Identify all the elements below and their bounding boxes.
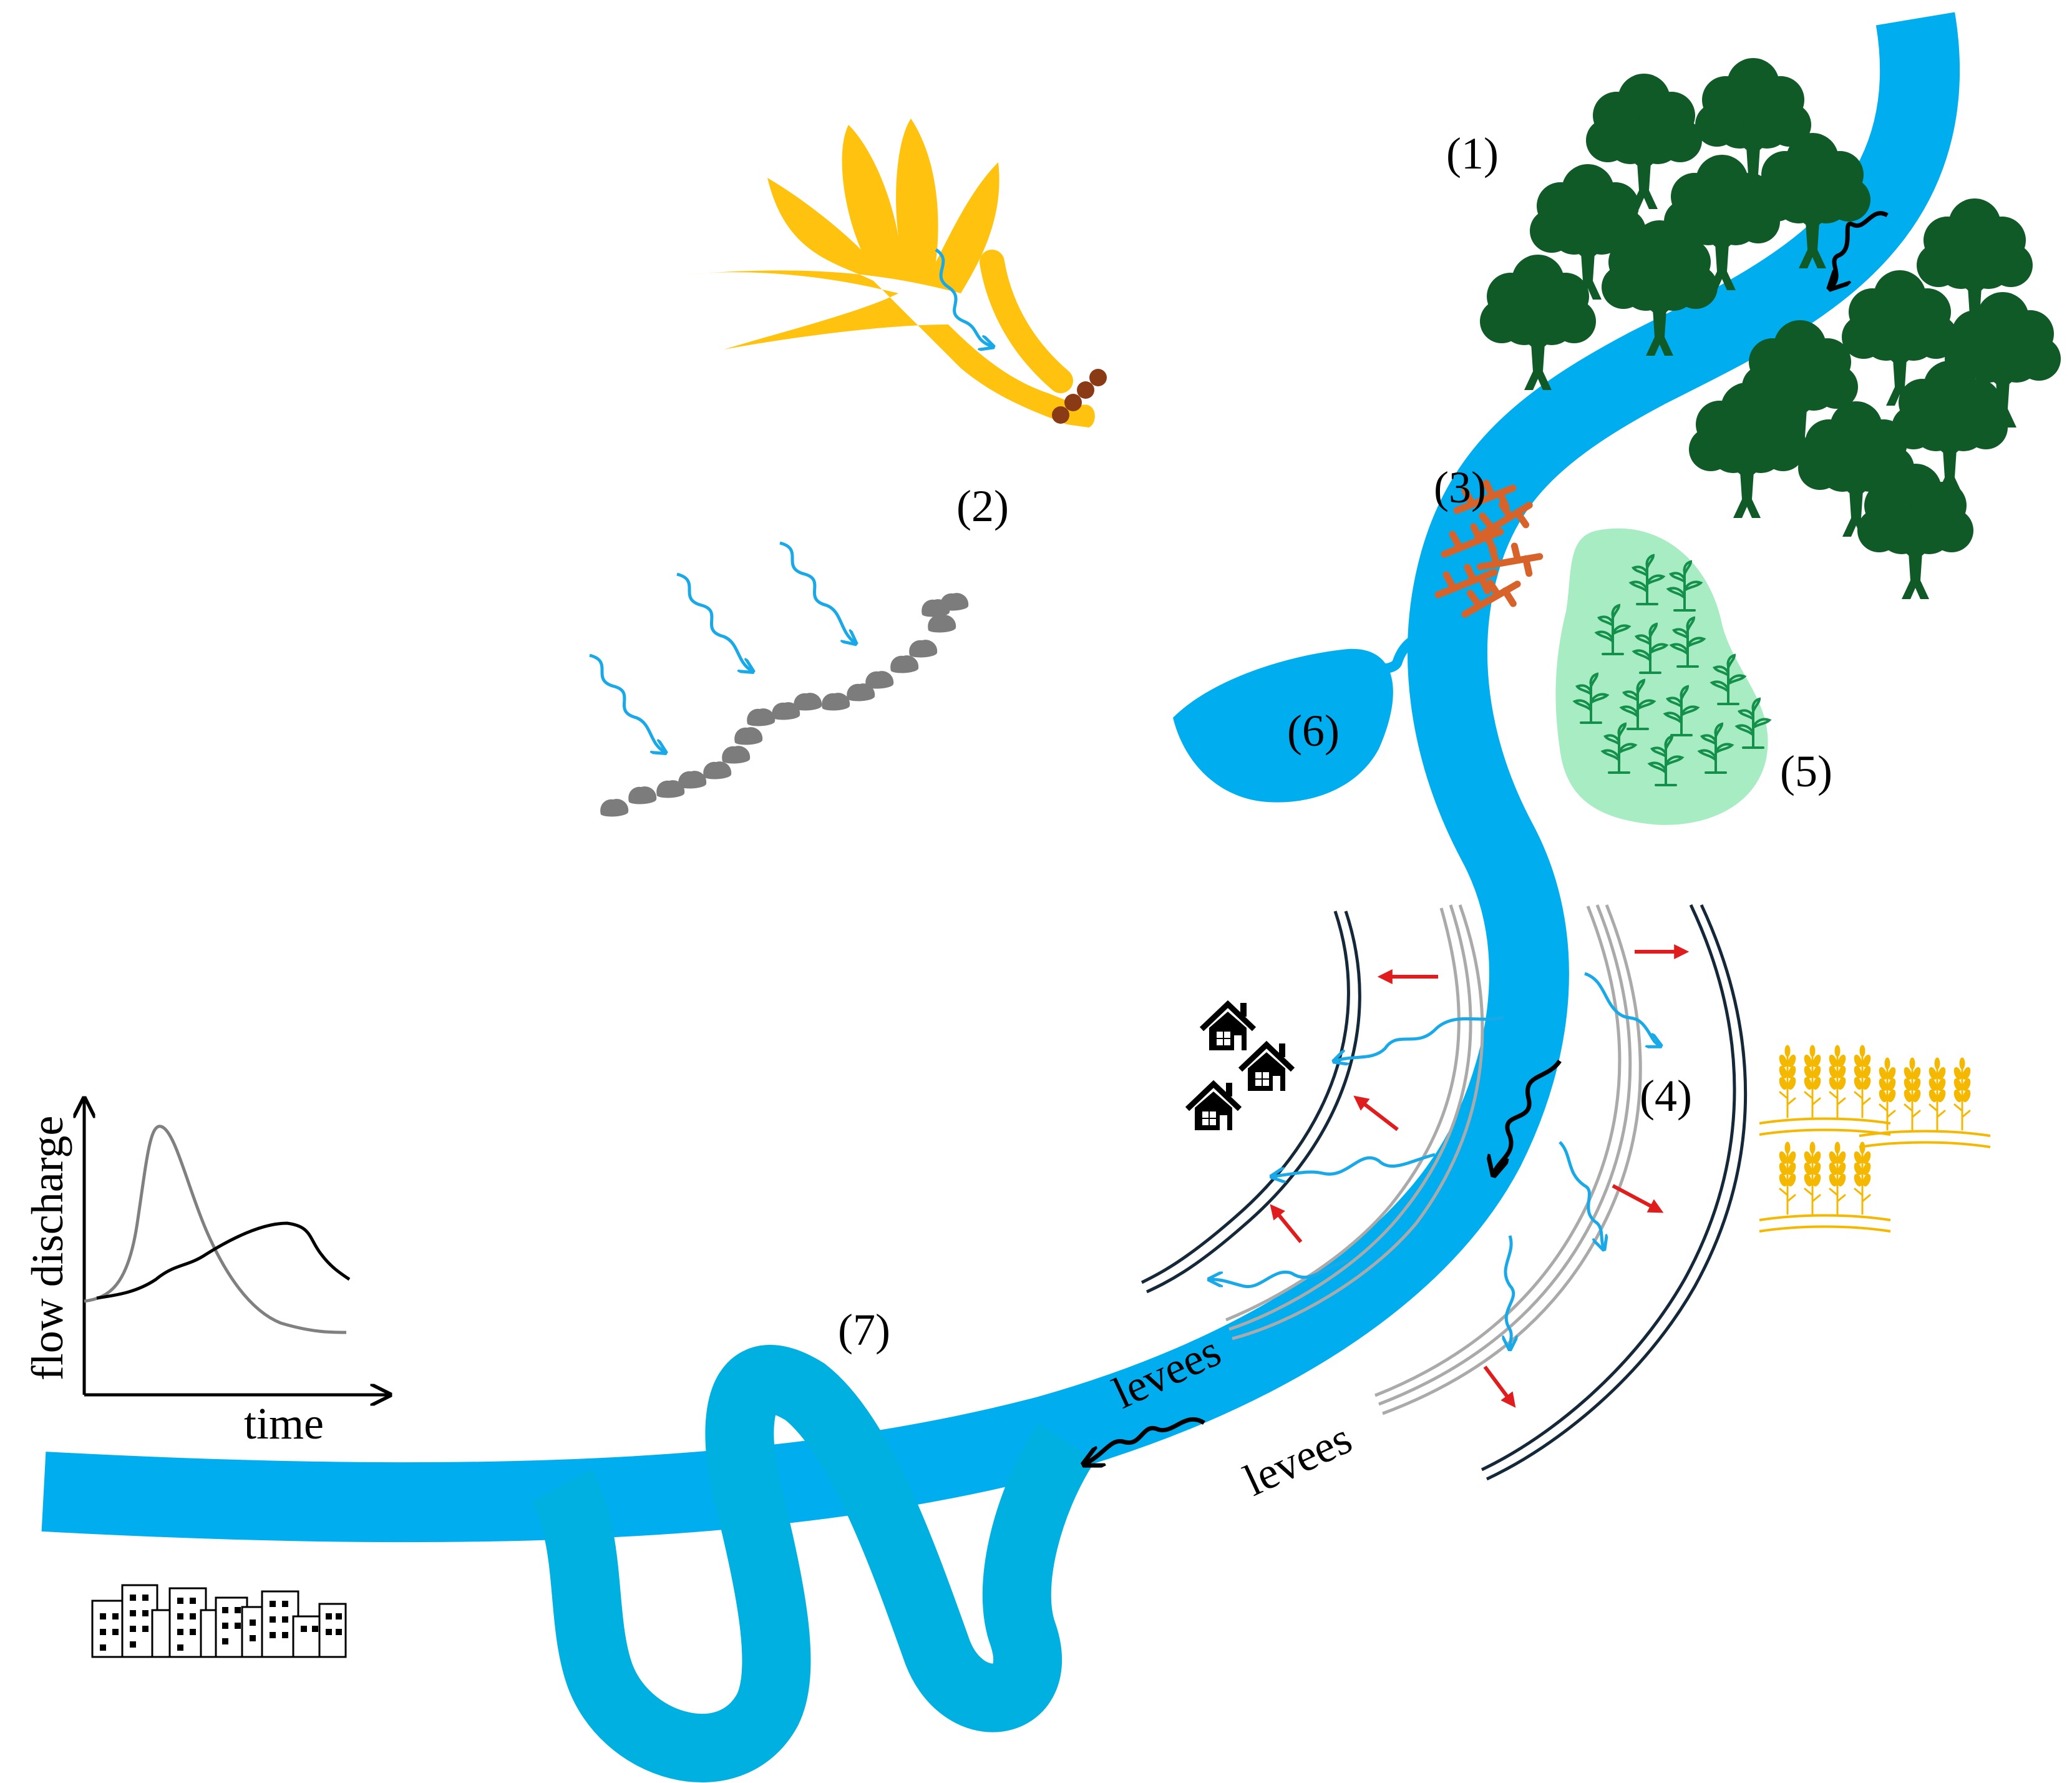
red-arrow-icon <box>1483 1365 1516 1408</box>
wheat-icon <box>1759 1045 1890 1135</box>
floodplain-pond <box>1173 648 1393 803</box>
stone-icon <box>822 693 850 711</box>
rainfall-arrows <box>589 541 855 752</box>
city-buildings-icon <box>91 1584 347 1658</box>
wetland <box>1555 528 1771 825</box>
check-dam <box>1064 394 1082 411</box>
levees <box>1141 904 1748 1481</box>
original-levee-right <box>1378 904 1632 1406</box>
overflow-arrow-icon <box>1559 1141 1603 1248</box>
levee-setback-arrows <box>1270 944 1690 1408</box>
crops <box>1759 1045 1990 1231</box>
levees-label-right: levees <box>1236 1413 1359 1506</box>
overflow-arrow-icon <box>1335 1015 1504 1061</box>
stone-icon <box>890 655 919 673</box>
label-6: (6) <box>1287 706 1340 756</box>
stone-icon <box>722 746 751 764</box>
label-3: (3) <box>1434 462 1486 512</box>
stone-bund <box>600 593 969 817</box>
stone-icon <box>928 615 956 633</box>
check-dam <box>1077 381 1094 399</box>
rain-arrow-icon <box>779 541 855 643</box>
stone-icon <box>628 786 657 804</box>
rain-arrow-icon <box>589 653 664 752</box>
flow-arrow-icon <box>1494 1059 1562 1173</box>
remeandered-channel <box>531 1345 1096 1782</box>
red-arrow-icon <box>1270 1204 1303 1243</box>
hydrograph-inset: flow discharge time <box>22 1098 390 1448</box>
setback-levee-left <box>1141 911 1350 1284</box>
label-4: (4) <box>1640 1071 1692 1121</box>
setback-levee-right <box>1481 904 1736 1472</box>
stone-icon <box>678 771 707 789</box>
overflow-arrow-icon <box>1505 1235 1514 1348</box>
stone-icon <box>600 799 629 817</box>
stone-icon <box>747 708 776 726</box>
headwater-channel <box>686 119 1107 427</box>
hydrograph-y-label: flow discharge <box>22 1116 72 1381</box>
hydrograph-x-label: time <box>244 1399 324 1448</box>
overflow-arrow-icon <box>1210 1259 1348 1289</box>
stone-icon <box>794 693 822 711</box>
label-2: (2) <box>956 481 1009 531</box>
red-arrow-icon <box>1612 1184 1664 1213</box>
wheat-icon <box>1759 1142 1890 1231</box>
floodplain-overflow-arrows <box>1210 972 1660 1348</box>
house-icon <box>1187 1083 1240 1130</box>
check-dam <box>1089 369 1107 386</box>
houses <box>1187 1003 1293 1130</box>
house-icon <box>1202 1003 1254 1050</box>
overflow-arrow-icon <box>1584 972 1660 1045</box>
label-1: (1) <box>1446 129 1499 178</box>
overflow-arrow-icon <box>1273 1153 1436 1176</box>
house-icon <box>1240 1043 1293 1091</box>
hydrograph-natural-curve <box>84 1125 347 1334</box>
stone-icon <box>734 727 763 745</box>
wheat-icon <box>1859 1058 1990 1147</box>
label-5: (5) <box>1780 746 1832 796</box>
stone-icon <box>703 761 732 779</box>
flow-arrow-icon <box>1086 1417 1205 1463</box>
red-arrow-icon <box>1353 1095 1399 1131</box>
check-dam <box>1052 406 1069 424</box>
stone-icon <box>909 640 938 658</box>
channel-network <box>686 119 1095 427</box>
flow-arrow-icon <box>1831 211 1889 287</box>
hydrograph-attenuated-curve <box>96 1221 351 1300</box>
channel-network-branch <box>980 250 1073 393</box>
water-flow-arrow-icon <box>935 248 992 346</box>
stone-icon <box>865 671 894 689</box>
label-7: (7) <box>838 1305 890 1355</box>
rain-arrow-icon <box>676 572 752 671</box>
